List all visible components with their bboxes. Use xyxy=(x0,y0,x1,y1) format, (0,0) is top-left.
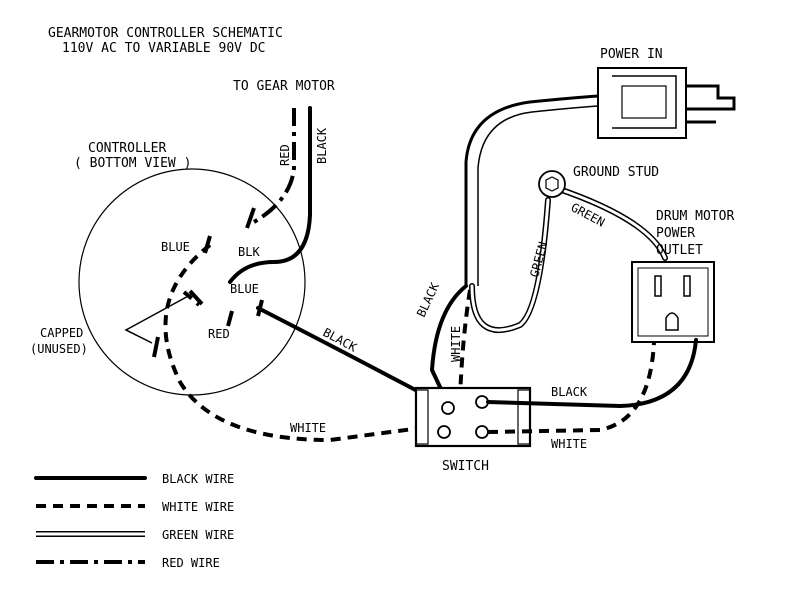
black-power-wire-label: BLACK xyxy=(414,280,442,319)
red-motor-wire-label: RED xyxy=(278,144,292,166)
power-cord-inner xyxy=(477,105,599,286)
green-ground-to-outlet-wire-inner xyxy=(554,186,667,260)
outlet-ground-hole xyxy=(665,312,679,331)
switch-terminal-bottom-left xyxy=(437,425,451,439)
legend-green-label: GREEN WIRE xyxy=(162,528,234,542)
black-switch-to-outlet-wire xyxy=(486,338,698,408)
terminal-blk xyxy=(245,207,256,229)
white-controller-to-switch-wire xyxy=(163,243,437,443)
green-power-wire-label: GREEN xyxy=(527,240,550,279)
drum-outlet-label-line2: POWER xyxy=(656,226,695,241)
ground-stud-label: GROUND STUD xyxy=(573,165,659,180)
white-switch-outlet-wire-label: WHITE xyxy=(551,437,587,451)
terminal-blk-label: BLK xyxy=(238,245,260,259)
legend-white-label: WHITE WIRE xyxy=(162,500,234,514)
capped-callout-leader xyxy=(124,293,193,344)
terminal-capped xyxy=(152,336,160,358)
white-power-to-switch-wire xyxy=(458,289,472,401)
switch-terminal-bottom-right xyxy=(475,425,489,439)
diagram-title-line2: 110V AC TO VARIABLE 90V DC xyxy=(62,41,266,56)
capped-label-line1: CAPPED xyxy=(40,326,83,340)
black-switch-outlet-wire-label: BLACK xyxy=(551,385,588,399)
power-plug-prong-top xyxy=(686,84,736,111)
controller-label-line2: ( BOTTOM VIEW ) xyxy=(74,156,191,171)
power-cord xyxy=(464,94,599,286)
switch-body xyxy=(414,386,532,448)
drum-outlet-label-line3: OUTLET xyxy=(656,243,703,258)
drum-outlet-label-line1: DRUM MOTOR xyxy=(656,209,734,224)
switch-right-tab xyxy=(517,389,531,445)
white-switch-to-outlet-wire xyxy=(487,341,656,434)
green-ground-to-outlet-wire xyxy=(553,185,668,261)
power-in-label: POWER IN xyxy=(600,47,663,62)
switch-terminal-top-left xyxy=(441,401,455,415)
red-motor-wire xyxy=(252,108,296,224)
terminal-red xyxy=(226,310,234,327)
white-capped-stub xyxy=(182,290,201,307)
black-motor-wire xyxy=(228,106,312,284)
to-gear-motor-label: TO GEAR MOTOR xyxy=(233,79,335,94)
terminal-blue-upper-label: BLUE xyxy=(161,240,190,254)
ground-stud-nut xyxy=(545,176,559,192)
outlet-slot-left xyxy=(654,275,662,297)
black-controller-to-switch-wire xyxy=(256,306,444,406)
terminal-center xyxy=(188,289,204,306)
power-plug-face xyxy=(612,75,677,129)
power-plug-grip xyxy=(621,85,667,119)
white-power-wire-label: WHITE xyxy=(449,326,463,362)
switch-label: SWITCH xyxy=(442,459,489,474)
legend-black-label: BLACK WIRE xyxy=(162,472,234,486)
black-power-to-switch-wire xyxy=(430,284,468,406)
black-motor-wire-label: BLACK xyxy=(315,127,329,164)
switch-left-tab xyxy=(415,389,429,445)
drum-motor-outlet xyxy=(631,261,715,343)
controller-body xyxy=(78,168,306,396)
diagram-title-line1: GEARMOTOR CONTROLLER SCHEMATIC xyxy=(48,26,283,41)
outlet-slot-right xyxy=(683,275,691,297)
outlet-inner-frame xyxy=(637,267,709,337)
terminal-red-label: RED xyxy=(208,327,230,341)
white-controller-wire-label: WHITE xyxy=(290,421,326,435)
legend-red-label: RED WIRE xyxy=(162,556,220,570)
capped-label-line2: (UNUSED) xyxy=(30,342,88,356)
terminal-blue-lower-label: BLUE xyxy=(230,282,259,296)
power-plug-body xyxy=(597,67,687,139)
green-power-to-ground-wire-inner xyxy=(470,198,550,332)
legend: BLACK WIRE WHITE WIRE GREEN WIRE RED WIR… xyxy=(34,472,234,570)
controller-label-line1: CONTROLLER xyxy=(88,141,166,156)
